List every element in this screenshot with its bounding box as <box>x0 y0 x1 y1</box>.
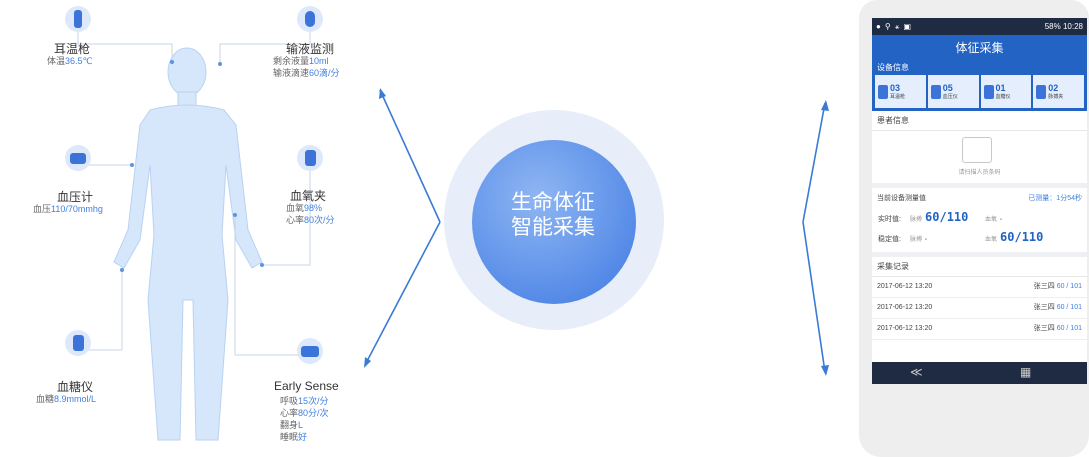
ear-thermometer-icon <box>878 84 888 99</box>
record-name: 张三四 <box>1033 325 1055 332</box>
infusion-rate: 输液滴速60滴/分 <box>273 68 340 78</box>
measurement-time: 已测量：1分54秒 <box>1028 195 1082 202</box>
infusion-monitor-icon <box>297 6 323 32</box>
patient-info-header: 患者信息 <box>872 111 1087 131</box>
record-row[interactable]: 2017-06-12 13:20 张三四 60 / 101 <box>872 298 1087 319</box>
blood-pressure-reading: 血压110/70mmhg <box>33 204 103 214</box>
pulse-label: 脉搏 <box>910 237 923 243</box>
phone-nav-bar: ≪ ▦ <box>872 362 1087 384</box>
record-row[interactable]: 2017-06-12 13:20 张三四 60 / 101 <box>872 277 1087 298</box>
record-time: 2017-06-12 13:20 <box>877 325 933 332</box>
realtime-pulse-value: 60/110 <box>925 210 969 224</box>
ear-thermometer-icon <box>65 6 91 32</box>
arrow-head-right-top <box>821 100 829 111</box>
patient-scan-area[interactable]: 请扫描人员条码 <box>872 131 1087 183</box>
stable-oxygen-value: 60/110 <box>1000 230 1044 244</box>
oxygen-label: 血氧 <box>985 237 998 243</box>
device-count: 05 <box>942 82 953 93</box>
infusion-remaining: 剩余液量10ml <box>273 56 329 66</box>
early-sense-sleep: 睡眠好 <box>280 432 308 442</box>
record-value: 60 / 101 <box>1056 304 1082 311</box>
device-name: 血压仪 <box>942 93 958 100</box>
oximeter-clip-icon <box>297 145 323 171</box>
device-count: 02 <box>1048 82 1059 93</box>
realtime-label: 实时值: <box>878 216 901 223</box>
record-value: 60 / 101 <box>1056 283 1082 290</box>
glucose-meter-icon <box>983 84 994 99</box>
center-title: 生命体征 智能采集 <box>488 190 618 240</box>
records-header: 采集记录 <box>872 257 1087 277</box>
pulse-clip-icon <box>1036 84 1047 99</box>
arrow-head-right-bottom <box>821 365 829 376</box>
oxygen-label: 血氧 <box>985 217 998 223</box>
early-sense-turn-over: 翻身L <box>280 420 304 430</box>
stable-label: 稳定值: <box>878 236 901 243</box>
device-name: 脉搏夹 <box>1048 93 1064 100</box>
record-name: 张三四 <box>1033 283 1055 290</box>
notify-icon: ▣ <box>903 21 912 31</box>
device-count: 01 <box>995 82 1006 93</box>
early-sense-title: Early Sense <box>274 379 339 393</box>
glucose-meter-icon <box>65 330 91 356</box>
measurement-header: 当前设备测量值 已测量：1分54秒 <box>872 188 1087 208</box>
back-icon[interactable]: ≪ <box>910 365 923 379</box>
early-sense-sensor-icon <box>297 338 323 364</box>
oximeter-heart-rate: 心率80次/分 <box>286 215 335 225</box>
infusion-monitor-title: 输液监测 <box>286 42 335 56</box>
grid-menu-icon[interactable]: ▦ <box>1020 365 1032 379</box>
status-battery-time: 58% 10:28 <box>1044 22 1083 31</box>
early-sense-heart-rate: 心率80分/次 <box>280 408 329 418</box>
app-title: 体征采集 <box>872 35 1087 61</box>
measurement-title: 当前设备测量值 <box>877 195 926 202</box>
record-name: 张三四 <box>1033 304 1055 311</box>
pulse-label: 脉搏 <box>910 217 923 223</box>
inner-circle <box>472 140 636 304</box>
blood-pressure-monitor-icon <box>65 145 91 171</box>
glucose-meter-title: 血糖仪 <box>57 380 94 394</box>
realtime-row: 实时值: 脉搏 60/110 血氧 - <box>872 208 1087 228</box>
patient-scan-hint: 请扫描人员条码 <box>958 170 1001 176</box>
barcode-scan-icon <box>962 137 992 163</box>
right-arrows <box>802 102 826 373</box>
wechat-icon: ● <box>876 21 881 31</box>
stable-row: 稳定值: 脉搏 - 血氧 60/110 <box>872 228 1087 248</box>
blood-pressure-title: 血压计 <box>57 190 94 204</box>
signal-icon: ⚲ <box>884 21 891 31</box>
record-time: 2017-06-12 13:20 <box>877 304 933 311</box>
device-count: 03 <box>890 82 901 93</box>
usb-icon: ⚹ <box>894 21 900 31</box>
human-body-figure <box>113 47 263 441</box>
status-bar: ●⚲⚹▣ 58% 10:28 <box>872 18 1087 35</box>
arrow-head-left-bottom <box>364 357 371 368</box>
body-points <box>120 60 264 272</box>
early-sense-respiration: 呼吸15次/分 <box>280 396 329 406</box>
oximeter-oxygen: 血氧98% <box>286 203 323 213</box>
blood-pressure-icon <box>930 84 941 99</box>
device-name: 血糖仪 <box>995 93 1011 100</box>
ear-thermometer-reading: 体温36.5℃ <box>47 56 93 66</box>
record-time: 2017-06-12 13:20 <box>877 283 933 290</box>
left-arrows <box>364 89 441 366</box>
oximeter-title: 血氧夹 <box>290 189 327 203</box>
glucose-reading: 血糖8.9mmol/L <box>36 394 97 404</box>
device-info-header: 设备信息 <box>872 61 1087 75</box>
center-title-line1: 生命体征 <box>511 191 595 214</box>
ear-thermometer-title: 耳温枪 <box>54 42 91 56</box>
stable-pulse-value: - <box>925 237 928 243</box>
record-value: 60 / 101 <box>1056 325 1082 332</box>
realtime-oxygen-value: - <box>1000 217 1003 223</box>
center-title-line2: 智能采集 <box>511 216 595 239</box>
record-row[interactable]: 2017-06-12 13:20 张三四 60 / 101 <box>872 319 1087 340</box>
arrow-head-left-top <box>379 88 386 99</box>
device-name: 耳温枪 <box>890 93 906 100</box>
